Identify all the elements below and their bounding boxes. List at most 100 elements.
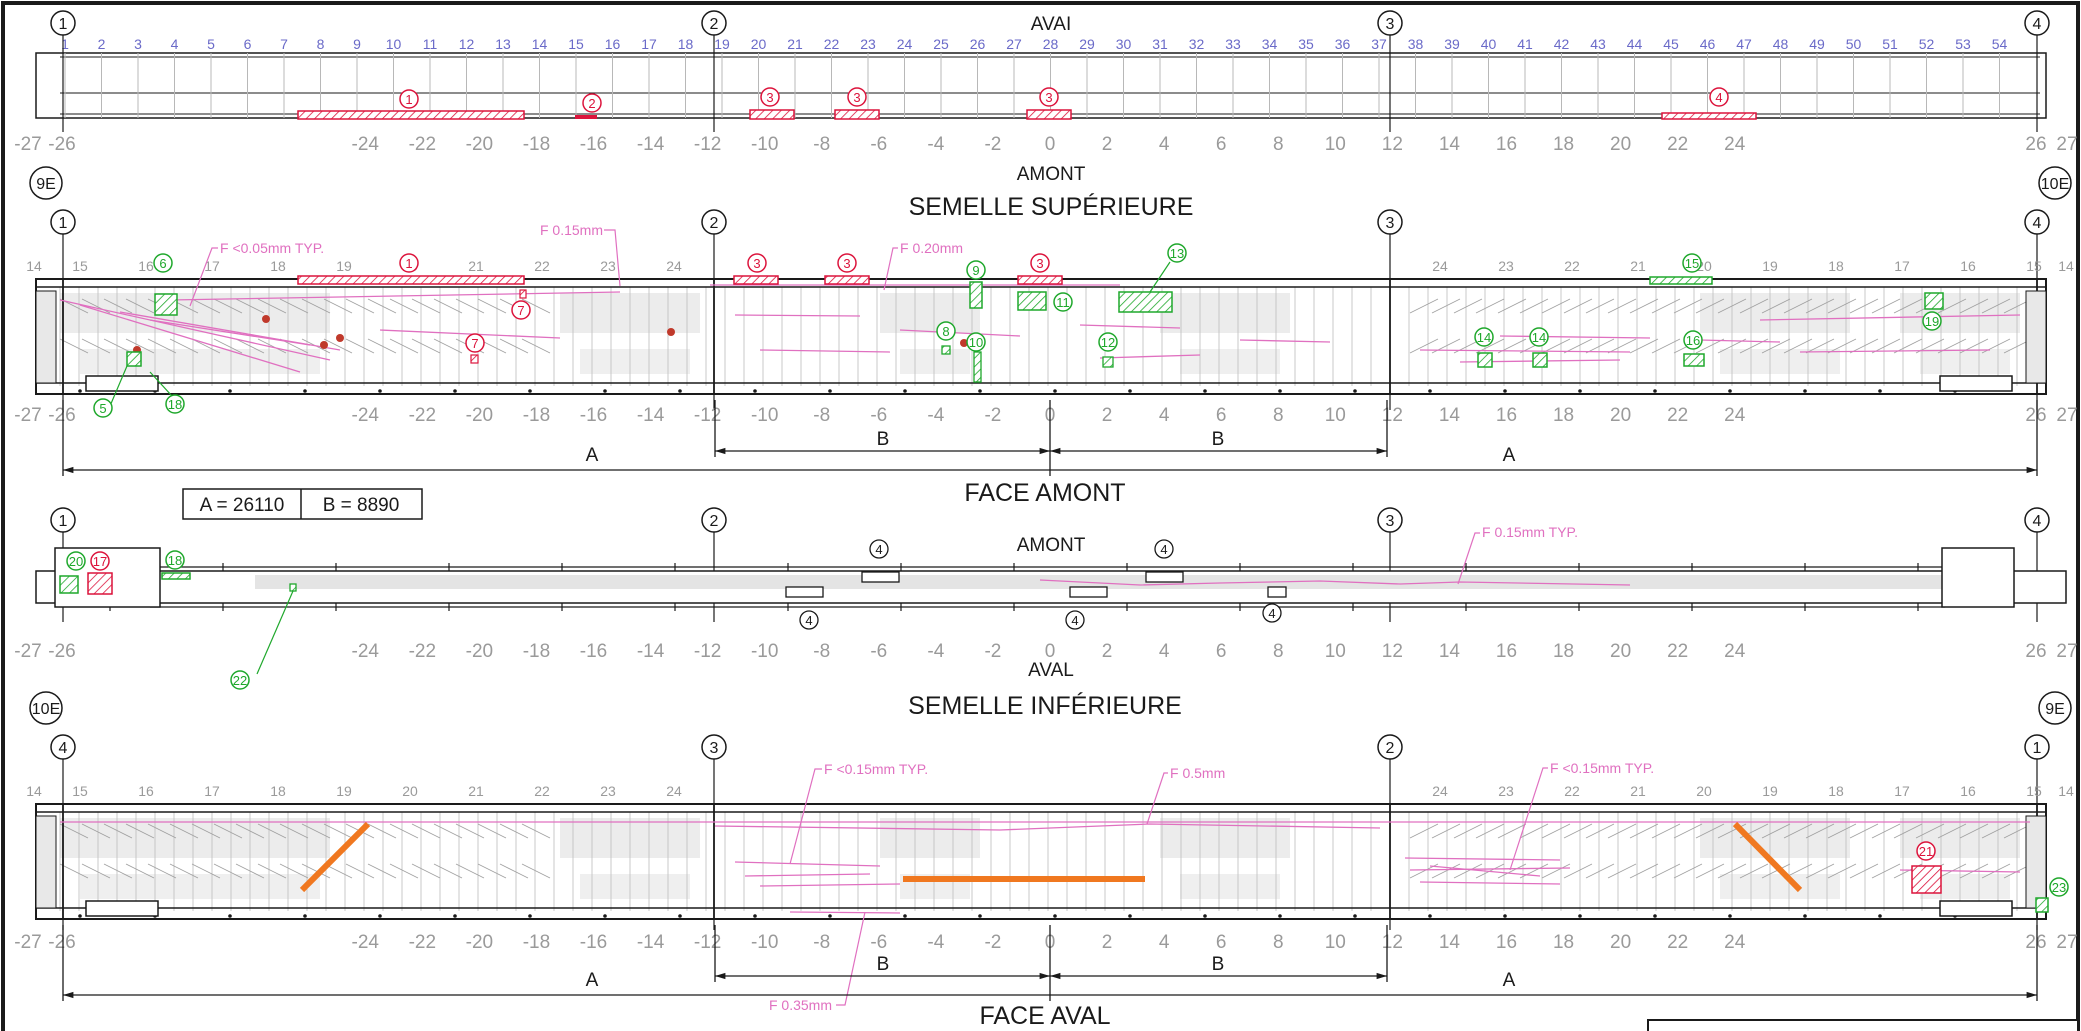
hatch-line (59, 338, 89, 354)
hatch-line (323, 823, 353, 839)
hatch-line (213, 298, 243, 314)
hatch-line (191, 298, 221, 314)
spall-mark (336, 334, 344, 342)
defect-red-zone (733, 275, 779, 285)
coord-label: -24 (352, 405, 380, 426)
svg-text:F 0.20mm: F 0.20mm (900, 240, 963, 256)
shade-patch (1720, 349, 1840, 374)
hatch-line (81, 863, 111, 879)
defect-red-zone (297, 275, 525, 285)
station-number: 15 (2026, 258, 2042, 274)
section-title-sup: SEMELLE SUPÉRIEURE (909, 192, 1194, 221)
svg-text:10: 10 (969, 335, 983, 350)
hatch-line (1827, 823, 1857, 839)
hatch-line (235, 823, 265, 839)
hatch-line (455, 863, 485, 879)
bolt-mark (1203, 389, 1207, 393)
hatch-line (1475, 298, 1505, 314)
svg-text:14: 14 (1477, 330, 1491, 345)
station-number: 24 (666, 258, 682, 274)
coord-label: -16 (580, 134, 607, 155)
station-number: 14 (2058, 258, 2074, 274)
shade-patch (1700, 293, 1850, 333)
grid-number: 11 (423, 36, 438, 52)
coord-label: 12 (1382, 641, 1403, 662)
title-block (1647, 1019, 2079, 1031)
badge-10e: 10E (29, 691, 63, 725)
bolt-mark (1203, 914, 1207, 918)
hatch-line (411, 298, 441, 314)
axis-bubble: 1 (50, 10, 76, 36)
coord-label: 26 (2025, 932, 2046, 953)
hatch-line (455, 823, 485, 839)
svg-text:3: 3 (1386, 16, 1395, 33)
coord-label: -8 (813, 405, 830, 426)
grid-number: 25 (933, 36, 949, 52)
hatch-line (499, 338, 529, 354)
axis-bubble: 3 (1377, 209, 1403, 235)
axis-bubble: 2 (701, 209, 727, 235)
coord-label: -2 (984, 405, 1001, 426)
hatch-line (1541, 823, 1571, 839)
station-number: 21 (1630, 258, 1646, 274)
defect-red-zone (575, 115, 597, 119)
red-tag: 21 (1916, 841, 1936, 861)
grid-number: 12 (459, 36, 475, 52)
bolt-mark (978, 914, 982, 918)
grid-number: 27 (1006, 36, 1022, 52)
hatch-line (1497, 823, 1527, 839)
coord-label: -24 (352, 932, 380, 953)
coord-label: -22 (409, 641, 436, 662)
station-number: 19 (1762, 783, 1778, 799)
bolt-mark (753, 389, 757, 393)
defect-green-zone (1532, 352, 1548, 368)
hatch-line (1783, 823, 1813, 839)
hatch-line (59, 823, 89, 839)
coord-label: -22 (409, 134, 436, 155)
coord-label: 16 (1496, 405, 1517, 426)
station-number: 22 (1564, 258, 1580, 274)
tag-4: 4 (869, 539, 889, 559)
dim-label-a: A (586, 970, 599, 991)
svg-text:19: 19 (1925, 314, 1939, 329)
coord-label: 2 (1102, 134, 1113, 155)
axis-bubble: 4 (2024, 507, 2050, 533)
coord-label: -6 (870, 932, 887, 953)
axis-bubble: 2 (701, 507, 727, 533)
bolt-mark (528, 389, 532, 393)
grid-number: 9 (353, 36, 361, 52)
hatch-line (1497, 863, 1527, 879)
svg-text:10E: 10E (32, 701, 60, 718)
coord-label: -20 (466, 932, 493, 953)
beam-grid (59, 279, 2038, 394)
hatch-line (235, 863, 265, 879)
defect-red-zone (834, 109, 880, 120)
svg-text:4: 4 (1160, 542, 1167, 557)
hatch-line (169, 863, 199, 879)
grid-number: 54 (1992, 36, 2008, 52)
green-tag: 14 (1474, 327, 1494, 347)
grid-number: 47 (1736, 36, 1752, 52)
hatch-line (1937, 823, 1967, 839)
coord-label: -8 (813, 134, 830, 155)
tag-4: 4 (1262, 603, 1282, 623)
coord-label: -26 (48, 134, 75, 155)
dim-label-a: A (1503, 445, 1516, 466)
coord-label: 10 (1325, 641, 1346, 662)
bolt-mark (1128, 914, 1132, 918)
green-tag: 5 (93, 365, 128, 418)
station-number: 24 (666, 783, 682, 799)
svg-text:21: 21 (1919, 844, 1933, 859)
grid-number: 29 (1079, 36, 1095, 52)
svg-text:4: 4 (2033, 16, 2042, 33)
bolt-mark (828, 389, 832, 393)
svg-text:3: 3 (1386, 513, 1395, 530)
coord-label: 22 (1667, 405, 1688, 426)
hatch-line (521, 338, 551, 354)
bearing-plate (1939, 375, 2013, 392)
hatch-line (477, 298, 507, 314)
shade-patch (900, 349, 970, 374)
hatch-line (1519, 823, 1549, 839)
hatch-line (411, 338, 441, 354)
